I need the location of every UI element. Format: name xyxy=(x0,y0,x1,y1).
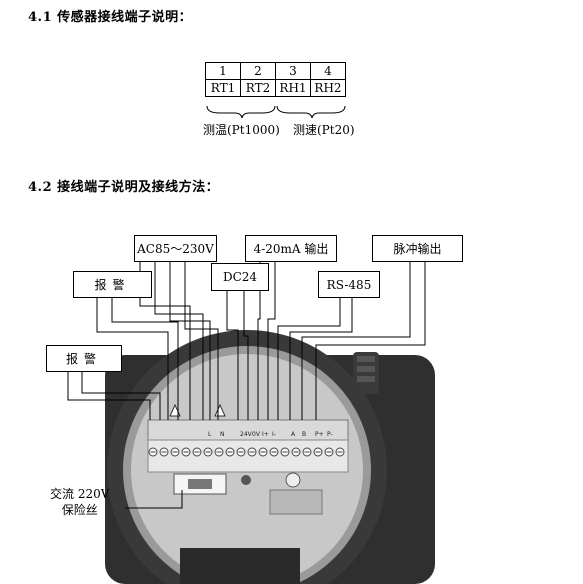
sensor-terminal-table: 1 2 3 4 RT1 RT2 RH1 RH2 xyxy=(205,62,346,97)
board-label: N xyxy=(220,431,225,438)
board-label: I+ xyxy=(262,431,269,438)
fuse-label-line2: 保险丝 xyxy=(61,503,98,517)
board-label: P+ xyxy=(315,431,324,438)
alarm-callout-top: 报警 xyxy=(73,271,152,298)
ac-power-callout: AC85～230V xyxy=(134,235,217,262)
board-label: A xyxy=(291,431,296,438)
board-label: L xyxy=(208,431,212,438)
terminal-label-row: RT1 RT2 RH1 RH2 xyxy=(205,79,346,97)
temperature-brace xyxy=(206,105,276,119)
board-label: B xyxy=(302,431,306,438)
terminal-label-cell: RT1 xyxy=(205,79,241,97)
speed-measure-label: 测速(Pt20) xyxy=(293,123,355,137)
section-heading-wiring-method: 4.2 接线端子说明及接线方法： xyxy=(28,180,220,195)
alarm-callout-left: 报警 xyxy=(46,345,122,372)
leader-lines xyxy=(67,260,426,509)
board-label: P- xyxy=(327,431,333,438)
fuse-label-line1: 交流 220V xyxy=(50,487,110,501)
terminal-label-cell: RH1 xyxy=(275,79,311,97)
section-heading-sensor-terminals: 4.1 传感器接线端子说明： xyxy=(28,10,193,25)
current-output-callout: 4-20mA 输出 xyxy=(245,235,337,262)
board-label: I- xyxy=(272,431,276,438)
pulse-output-callout: 脉冲输出 xyxy=(372,235,463,262)
board-label: 0V xyxy=(252,431,261,438)
board-label: 24V xyxy=(240,431,253,438)
dc24-callout: DC24 xyxy=(211,263,269,291)
terminal-label-cell: RH2 xyxy=(310,79,346,97)
temperature-measure-label: 测温(Pt1000) xyxy=(203,123,280,137)
speed-brace xyxy=(276,105,346,119)
rs485-callout: RS-485 xyxy=(318,271,380,298)
fuse-label: 交流 220V 保险丝 xyxy=(50,486,109,518)
